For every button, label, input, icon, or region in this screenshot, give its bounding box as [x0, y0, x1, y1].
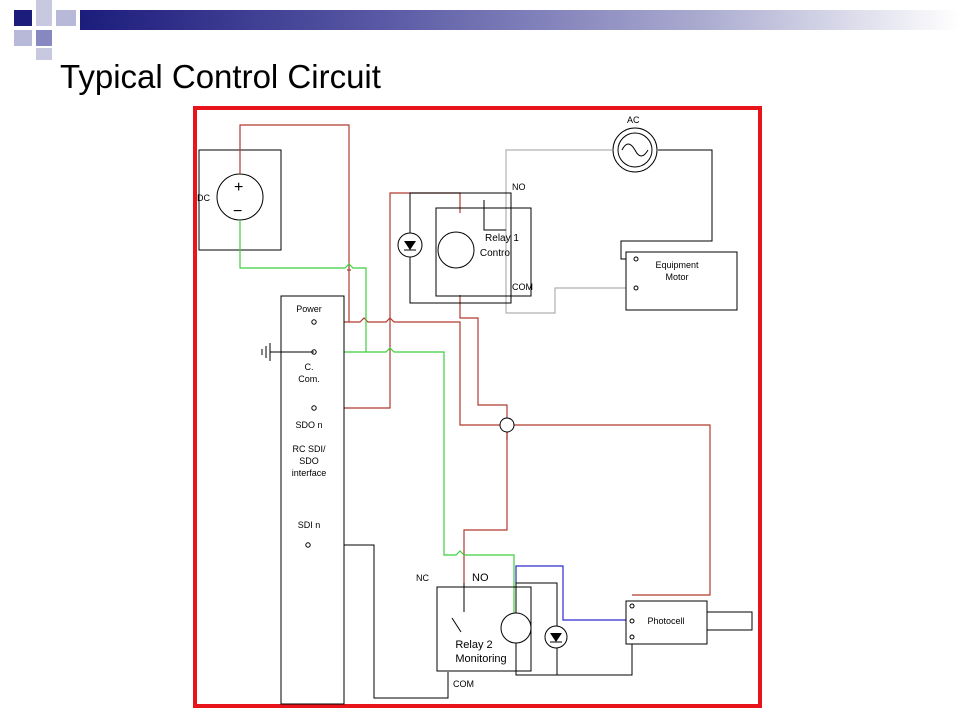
ground-symbol: [261, 343, 314, 361]
relay2-com: COM: [453, 679, 474, 689]
wire-junction: [499, 417, 515, 433]
title-gradient-bar: [80, 10, 960, 30]
dc-plus: +: [234, 179, 243, 196]
equipment-motor: Equipment Motor: [625, 251, 738, 311]
photocell-label: Photocell: [647, 616, 684, 626]
relay1-line1: Relay 1: [485, 233, 519, 244]
relay-1-control: Relay 1 Control NO COM: [397, 182, 533, 304]
equipment-line2: Motor: [665, 272, 688, 282]
dc-minus: −: [233, 203, 242, 220]
relay2-line2: Monitoring: [455, 653, 506, 665]
rc-interface-module: Power C. Com. SDO n RC SDI/ SDO interfac…: [280, 295, 345, 705]
slide-title: Typical Control Circuit: [60, 58, 381, 95]
relay1-line2: Control: [480, 248, 512, 259]
interface-rc-3: interface: [292, 468, 327, 478]
ac-label: AC: [627, 115, 640, 125]
relay2-nc: NC: [416, 573, 429, 583]
interface-rc-1: RC SDI/: [292, 444, 326, 454]
relay1-no: NO: [512, 182, 526, 192]
interface-power: Power: [296, 304, 322, 314]
relay2-line1: Relay 2: [455, 639, 492, 651]
interface-ccom-2: Com.: [298, 374, 320, 384]
relay2-no: NO: [472, 572, 489, 584]
decorative-squares: [14, 0, 76, 60]
interface-ccom-1: C.: [305, 362, 314, 372]
interface-sdo: SDO n: [295, 420, 322, 430]
ac-source: AC: [612, 115, 658, 173]
dc-label: DC: [197, 193, 210, 203]
interface-sdi: SDI n: [298, 520, 321, 530]
equipment-line1: Equipment: [655, 260, 699, 270]
diagram-frame: [193, 106, 762, 708]
blue-wire: [515, 565, 632, 621]
dc-source: DC + −: [197, 149, 282, 251]
gray-wires: [505, 149, 632, 314]
interface-rc-2: SDO: [299, 456, 319, 466]
relay-2-monitoring: Relay 2 Monitoring NC NO COM: [416, 572, 568, 689]
photocell: Photocell: [625, 600, 753, 645]
relay1-com: COM: [512, 282, 533, 292]
